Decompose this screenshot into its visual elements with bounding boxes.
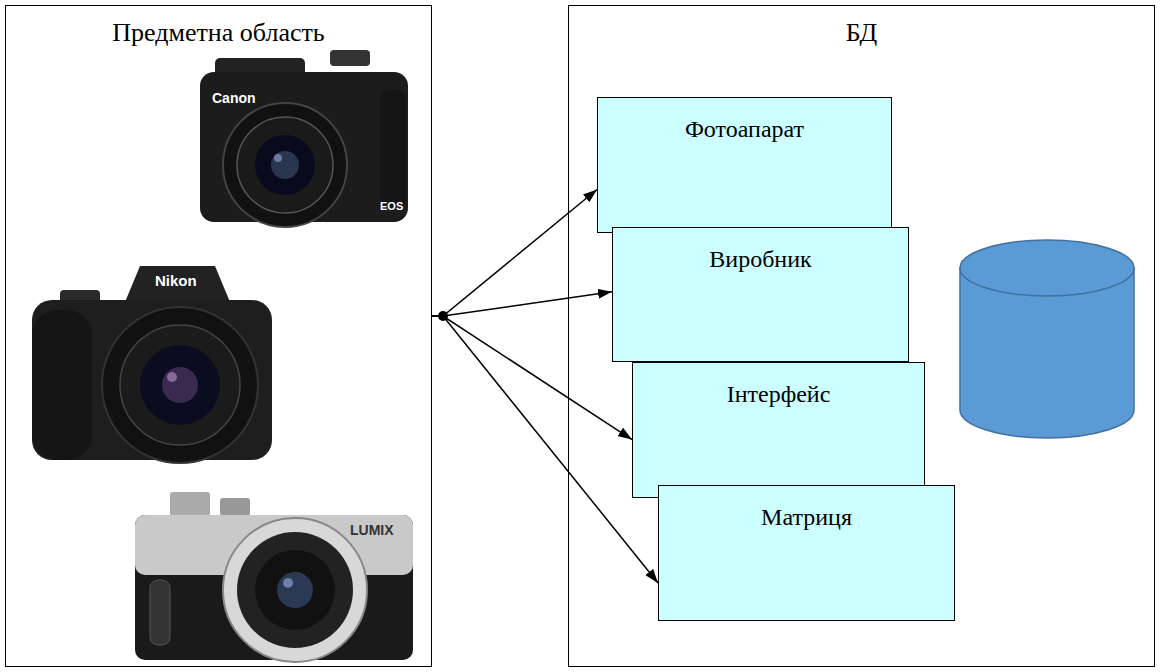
brand-label: Nikon <box>155 272 197 289</box>
entity-box: Виробник <box>612 227 909 362</box>
entity-name: Матриця <box>761 486 852 531</box>
nikon-camera <box>32 266 272 463</box>
entity-name: Інтерфейс <box>727 363 831 408</box>
database-panel: БД ФотоапаратВиробникІнтерфейсМатриця <box>568 5 1155 667</box>
entity-box: Фотоапарат <box>597 97 892 233</box>
canon-camera <box>200 50 408 227</box>
entity-box: Інтерфейс <box>632 362 925 498</box>
brand-label: Canon <box>212 90 256 106</box>
entity-box: Матриця <box>658 485 955 621</box>
arrow-connector <box>432 292 612 316</box>
lumix-camera <box>135 492 413 662</box>
brand-label: EOS <box>380 200 403 212</box>
panel-title: БД <box>846 6 878 48</box>
panel-title: Предметна область <box>112 6 324 48</box>
database-cylinder <box>960 240 1134 438</box>
entity-name: Фотоапарат <box>685 98 804 143</box>
entity-name: Виробник <box>709 228 811 273</box>
brand-label: LUMIX <box>350 522 394 538</box>
arrow-connector <box>432 316 632 440</box>
